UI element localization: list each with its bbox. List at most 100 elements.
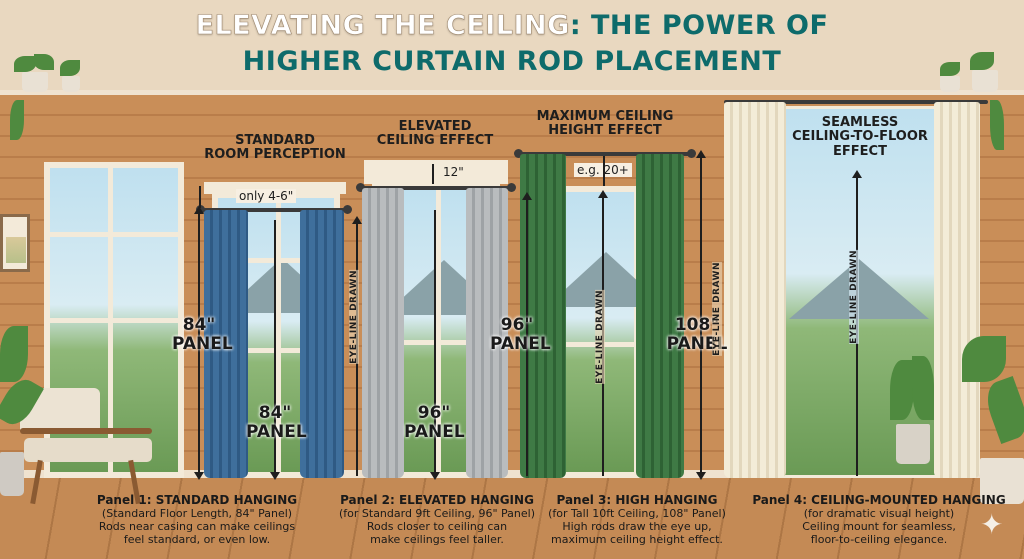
panel2-curtain-rod <box>360 186 510 190</box>
panel1-center-label: 84" PANEL <box>246 403 307 442</box>
snake-plant-icon <box>890 360 914 420</box>
shelf-plant-pot-left <box>22 72 48 92</box>
panel2-caption-line: make ceilings feel taller. <box>370 533 504 546</box>
panel1-caption-line: feel standard, or even low. <box>123 533 271 546</box>
panel2-gap-line <box>432 164 434 184</box>
shelf-plant-icon <box>14 56 36 72</box>
arrow-down-icon <box>430 472 440 480</box>
panel4-eye-label: EYE-LINE DRAWN <box>849 250 859 344</box>
panel4-heading: SEAMLESS CEILING-TO-FLOOR EFFECT <box>792 115 928 159</box>
panel3-gap-measure: e.g. 20+ <box>574 163 632 177</box>
arrow-up-icon <box>352 216 362 224</box>
panel1-gap-measure: only 4-6" <box>236 189 297 203</box>
panel3-caption-line: High rods draw the eye up, <box>562 520 712 533</box>
window-mullion <box>378 340 494 345</box>
panel2-heading: ELEVATED CEILING EFFECT <box>376 119 494 149</box>
panel1-caption-title: Panel 1: STANDARD HANGING <box>96 493 298 507</box>
armchair-arm <box>20 428 152 434</box>
panel1-heading: STANDARD ROOM PERCEPTION <box>204 133 346 163</box>
panel2-caption-line: Rods closer to ceiling can <box>366 520 508 533</box>
panel2-center-label: 96" PANEL <box>404 403 465 442</box>
window-mullion <box>50 232 178 237</box>
arrow-up-icon <box>598 190 608 198</box>
panel1-eye-label: EYE-LINE DRAWN <box>349 270 359 364</box>
panel1-curtain-rod <box>200 208 346 212</box>
title-line-1: ELEVATING THE CEILING: THE POWER OF <box>0 10 1024 42</box>
arrow-up-icon <box>194 206 204 214</box>
panel3-heading: MAXIMUM CEILING HEIGHT EFFECT <box>536 109 674 139</box>
panel3-caption-line: (for Tall 10ft Ceiling, 108" Panel) <box>548 507 726 520</box>
panel4-caption-line: (for dramatic visual height) <box>803 507 955 520</box>
panel4-left-curtain <box>724 102 786 478</box>
floor-plant-pot-left <box>0 452 24 496</box>
panel3-eye-label: EYE-LINE DRAWN <box>595 290 605 384</box>
panel2-window-header <box>364 160 508 184</box>
panel3-height-line <box>700 156 702 476</box>
arrow-down-icon <box>696 472 706 480</box>
succulent-icon <box>940 62 960 76</box>
panel3-right-eye-label: EYE-LINE DRAWN <box>712 262 722 356</box>
shelf-plant-icon <box>970 52 994 70</box>
panel1-right-curtain <box>300 210 344 478</box>
rod-finial-icon <box>514 149 523 158</box>
sparkle-icon: ✦ <box>980 508 1004 541</box>
shelf-plant-pot-far-right <box>972 70 998 92</box>
arrow-up-icon <box>852 170 862 178</box>
snake-plant-icon <box>912 356 934 420</box>
shelf-plant-icon <box>34 54 54 70</box>
panel1-caption: Panel 1: STANDARD HANGING (Standard Floo… <box>72 493 322 547</box>
panel2-center-line <box>434 210 436 476</box>
window-mullion <box>50 318 178 323</box>
panel4-ceiling-track <box>724 100 988 104</box>
panel2-gap-measure: 12" <box>443 165 464 179</box>
arrow-down-icon <box>194 472 204 480</box>
panel3-gap-line <box>603 156 605 186</box>
panel2-caption-title: Panel 2: ELEVATED HANGING <box>340 493 534 507</box>
hanging-vine-icon <box>10 100 24 140</box>
wood-floor <box>0 478 1024 559</box>
mountain-icon <box>789 259 929 319</box>
title-part-b: : THE POWER OF <box>569 10 829 41</box>
panel3-curtain-rod <box>518 152 690 156</box>
panel4-right-curtain <box>934 102 980 478</box>
panel2-left-curtain <box>362 188 404 478</box>
window-mullion <box>436 190 441 472</box>
panel2-right-curtain <box>466 188 508 478</box>
rod-finial-icon <box>343 205 352 214</box>
panel4-caption: Panel 4: CEILING-MOUNTED HANGING (for dr… <box>744 494 1014 547</box>
rod-finial-icon <box>507 183 516 192</box>
panel2-height-line <box>526 198 528 476</box>
floor-plant-pot-mid <box>896 424 930 464</box>
monstera-leaf-icon <box>0 326 28 382</box>
panel3-caption-title: Panel 3: HIGH HANGING <box>556 493 718 507</box>
arrow-up-icon <box>696 150 706 158</box>
panel3-caption: Panel 3: HIGH HANGING (for Tall 10ft Cei… <box>512 493 762 547</box>
panel2-caption: Panel 2: ELEVATED HANGING (for Standard … <box>312 493 562 547</box>
panel4-caption-line: Ceiling mount for seamless, <box>802 520 956 533</box>
rod-finial-icon <box>356 183 365 192</box>
panel2-caption-line: (for Standard 9ft Ceiling, 96" Panel) <box>338 507 536 520</box>
title-part-a: ELEVATING THE CEILING <box>195 10 570 42</box>
panel1-caption-line: Rods near casing can make ceilings <box>98 520 296 533</box>
window-mullion <box>276 198 281 472</box>
shelf-plant-pot-small <box>62 76 80 92</box>
wall-picture-frame <box>0 214 30 272</box>
panel1-center-line <box>274 220 276 476</box>
arrow-down-icon <box>270 472 280 480</box>
panel1-gap-line <box>199 186 201 208</box>
arrow-up-icon <box>522 192 532 200</box>
title-line-2: HIGHER CURTAIN ROD PLACEMENT <box>242 46 782 77</box>
window-mullion <box>218 258 334 263</box>
floor-plant-pot-right <box>980 458 1024 504</box>
hanging-vine-icon <box>990 100 1004 150</box>
shelf-plant-pot-right <box>940 76 960 92</box>
panel2-left-label: 96" PANEL <box>490 315 551 354</box>
panel4-caption-line: floor-to-ceiling elegance. <box>810 533 948 546</box>
panel1-caption-line: (Standard Floor Length, 84" Panel) <box>101 507 293 520</box>
panel3-caption-line: maximum ceiling height effect. <box>551 533 723 546</box>
succulent-icon <box>60 60 80 76</box>
window-mullion <box>218 348 334 353</box>
panel1-height-line <box>198 212 200 476</box>
landscape-picture-icon <box>6 237 26 263</box>
monstera-leaf-icon <box>962 336 1006 382</box>
